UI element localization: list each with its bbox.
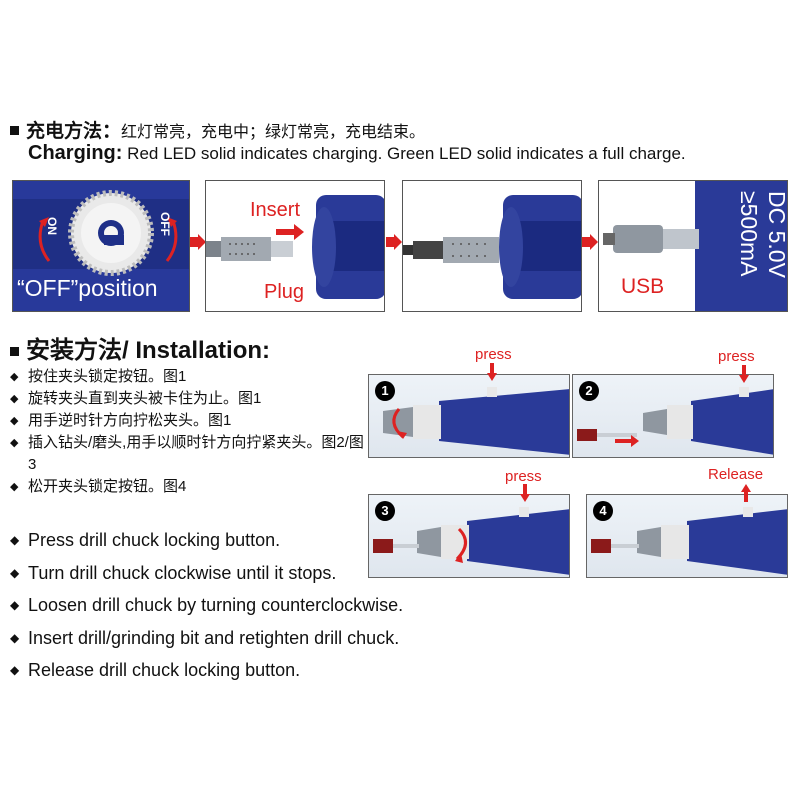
plug-illustration [206,195,384,299]
switch-panel: ON OFF “OFF”position [12,180,190,312]
insert-panel: Insert Plug [205,180,385,312]
step-cn: 旋转夹头直到夹头被卡住为止。图1 [10,388,370,410]
step-cn: 用手逆时针方向拧松夹头。图1 [10,410,370,432]
plug-label: Plug [264,281,305,303]
usb-label: USB [621,275,665,298]
step-en: Turn drill chuck clockwise until it stop… [10,557,403,590]
figure-1-number: 1 [375,381,395,401]
bullet-square-icon [10,347,19,356]
installation-heading: 安装方法/ Installation: [10,330,270,365]
figure-2-label: press [718,348,755,365]
plugged-illustration [403,195,581,299]
step-cn: 按住夹头锁定按钮。图1 [10,366,370,388]
charging-desc-cn: 红灯常亮，充电中；绿灯常亮，充电结束。 [121,124,426,141]
usb-illustration [603,181,787,311]
figure-3: 3 [368,494,570,578]
steps-cn-list: 按住夹头锁定按钮。图1 旋转夹头直到夹头被卡住为止。图1 用手逆时针方向拧松夹头… [10,366,370,498]
figure-4: 4 [586,494,788,578]
step-cn: 松开夹头锁定按钮。图4 [10,476,370,498]
arrow-down-icon [739,365,749,383]
charging-heading-cn: 充电方法：红灯常亮，充电中；绿灯常亮，充电结束。 [10,116,425,143]
charging-title-en: Charging: [28,142,123,164]
usb-spec-voltage: DC 5.0V [764,191,788,278]
arrow-down-icon [520,484,530,502]
arrow-down-icon [487,363,497,381]
drill-tighten-illustration [373,507,569,575]
drill-chuck-illustration [383,387,569,455]
step-en: Release drill chuck locking button. [10,654,403,687]
figure-4-number: 4 [593,501,613,521]
installation-title: 安装方法/ Installation: [26,337,271,364]
switch-illustration [13,181,189,311]
figure-1: 1 [368,374,570,458]
figure-2: 2 [572,374,774,458]
figure-1-label: press [475,346,512,363]
charging-desc-en: Red LED solid indicates charging. Green … [127,144,686,163]
usb-spec-current: ≥500mA [736,191,762,277]
arrow-right-icon [386,234,402,250]
off-label: OFF [158,212,172,236]
figure-4-label: Release [708,466,764,483]
steps-en-list: Press drill chuck locking button. Turn d… [10,524,403,687]
drill-insert-illustration [577,387,773,455]
usb-spec: DC 5.0V ≥500mA [711,191,788,301]
gear-icon [68,190,154,276]
arrow-right-icon [190,234,206,250]
charging-heading-en: Charging: Red LED solid indicates chargi… [28,142,686,165]
step-en: Press drill chuck locking button. [10,524,403,557]
step-en: Loosen drill chuck by turning counterclo… [10,589,403,622]
insert-label: Insert [250,199,301,221]
step-cn: 插入钻头/磨头,用手以顺时针方向拧紧夹头。图2/图3 [10,432,370,476]
arrow-right-icon [582,234,598,250]
off-position-caption: “OFF”position [17,275,158,301]
charging-title-cn: 充电方法： [26,121,122,142]
usb-panel: USB DC 5.0V ≥500mA [598,180,788,312]
figure-3-number: 3 [375,501,395,521]
arrow-up-icon [741,484,751,502]
figure-3-label: press [505,468,542,485]
figure-2-number: 2 [579,381,599,401]
drill-release-illustration [591,507,787,575]
on-label: ON [45,217,59,235]
plugged-panel [402,180,582,312]
bullet-square-icon [10,126,19,135]
step-en: Insert drill/grinding bit and retighten … [10,622,403,655]
